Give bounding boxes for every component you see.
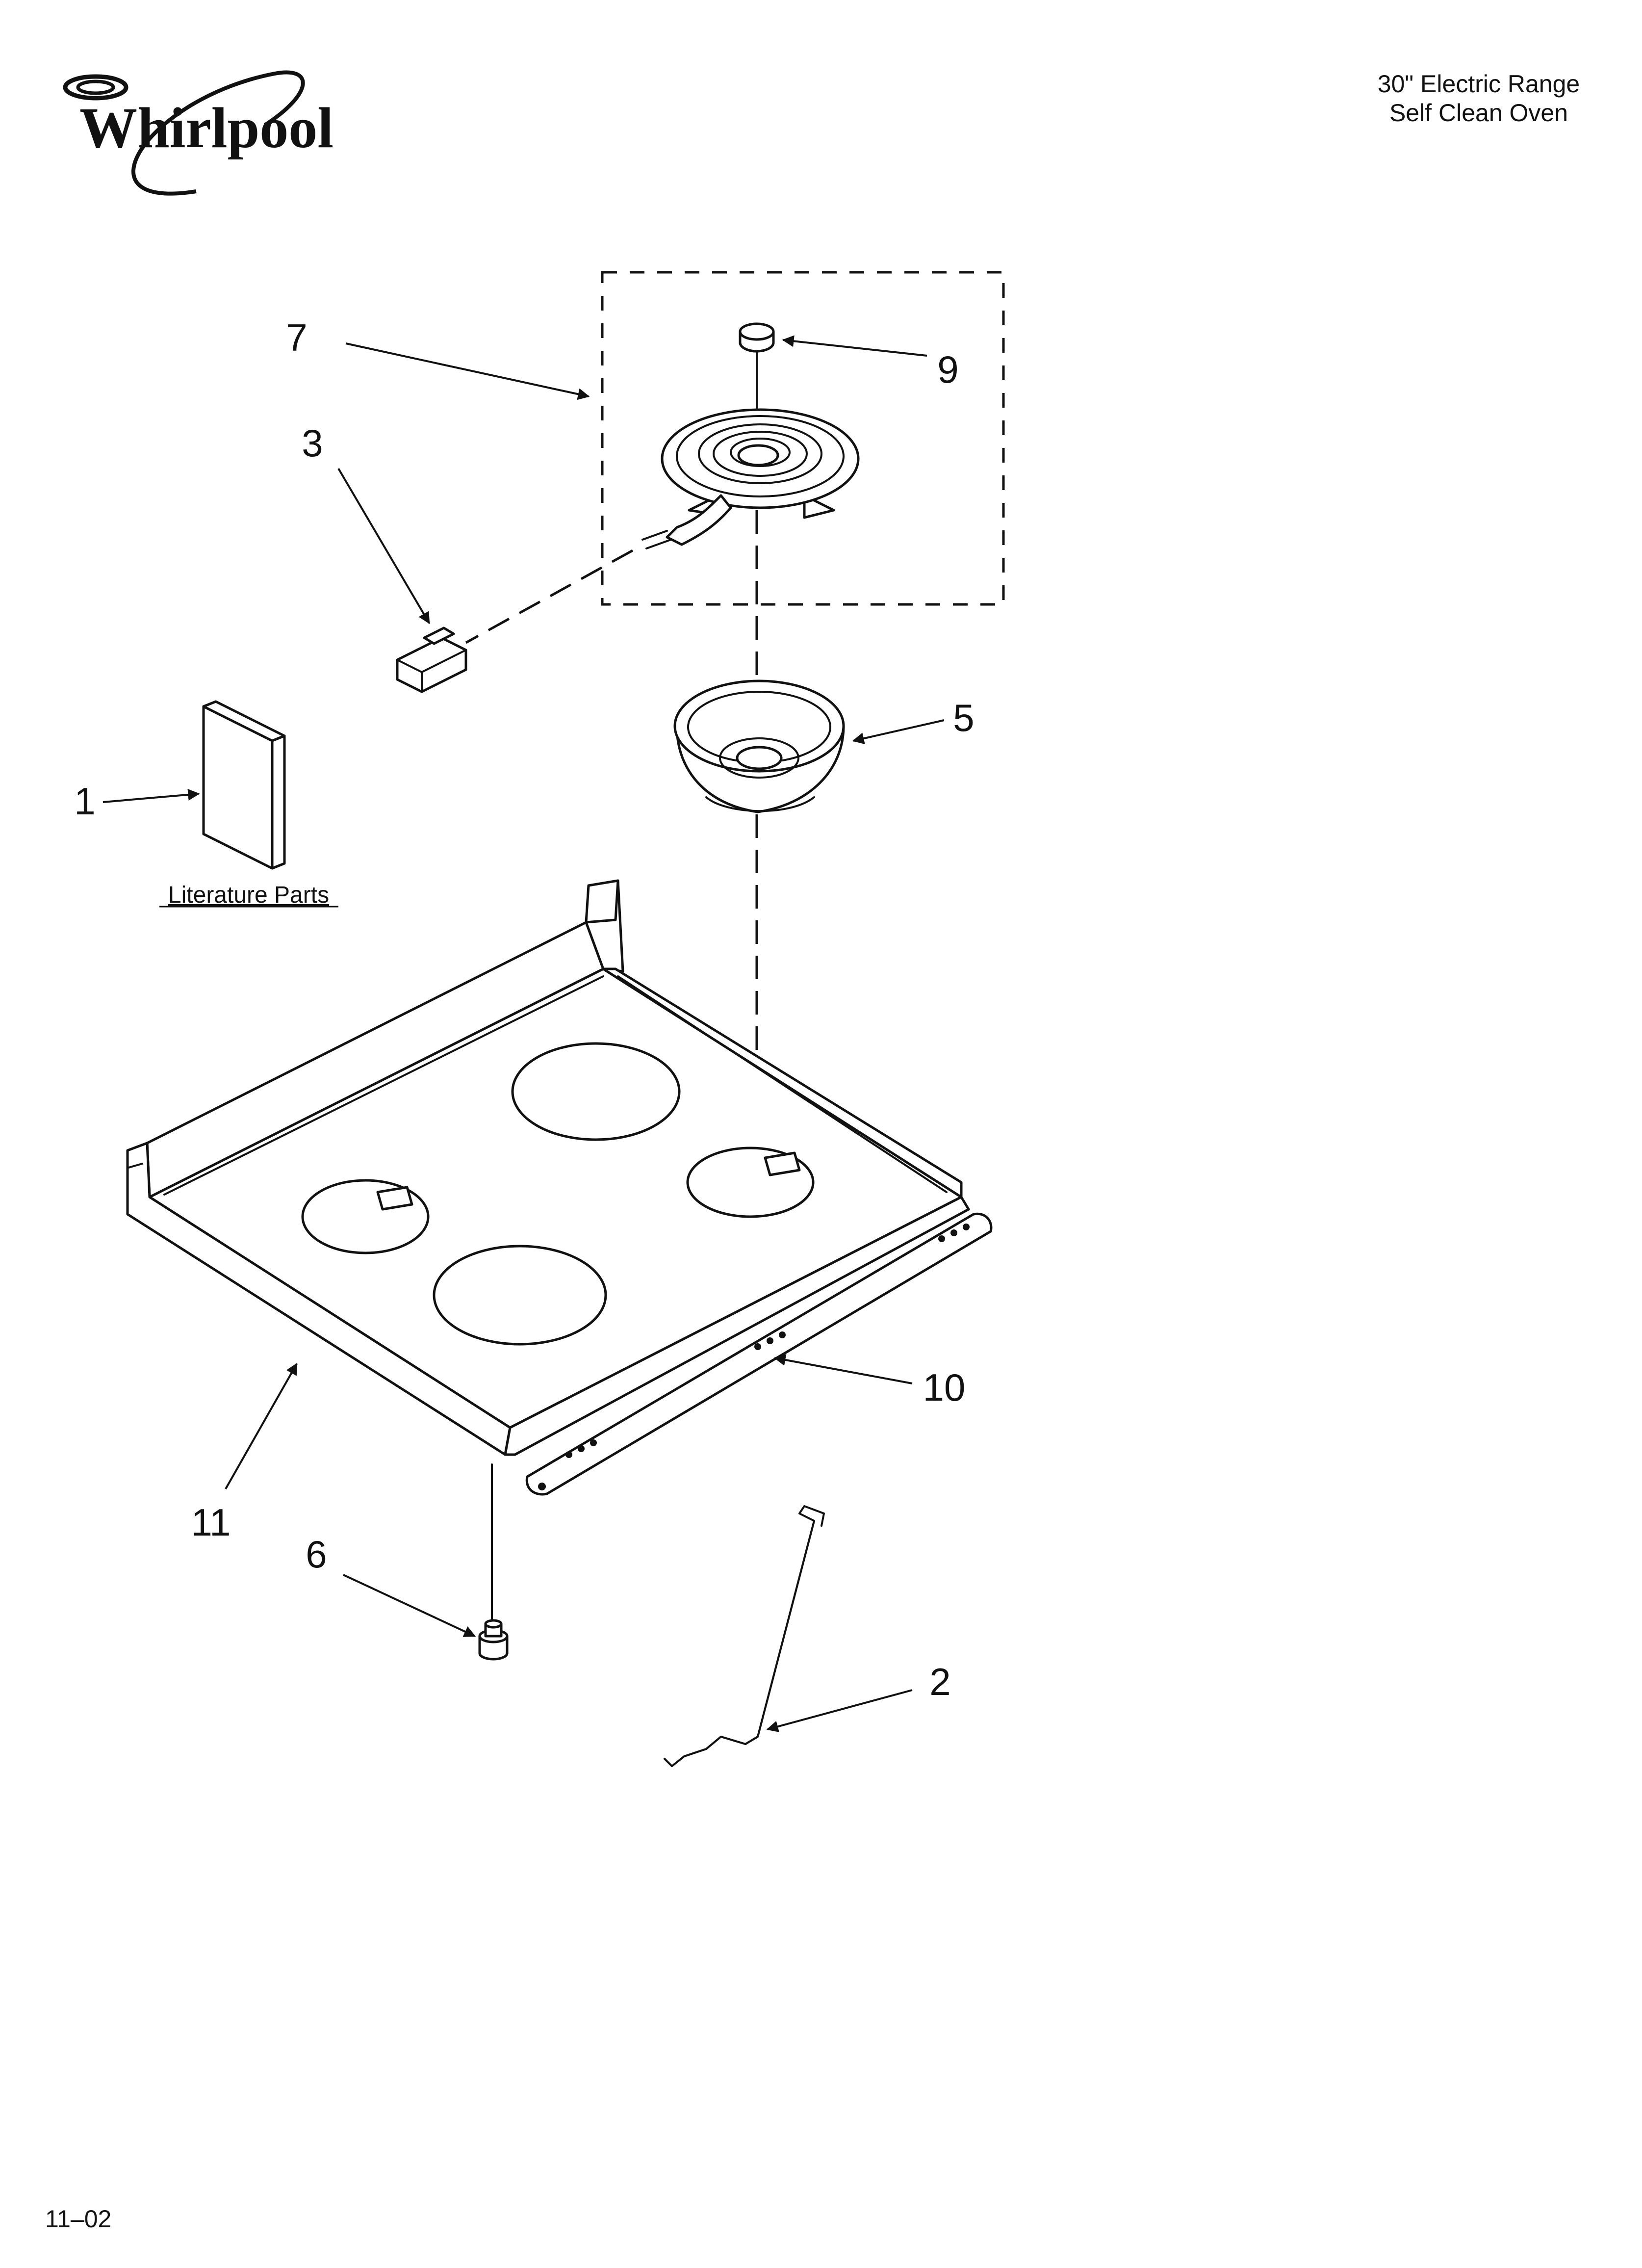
header-line-1: 30" Electric Range: [1378, 70, 1580, 98]
callout-3: 3: [302, 421, 323, 465]
opening-rear-left-large: [511, 1042, 681, 1141]
logo-wordmark: Whirlpool: [79, 96, 334, 160]
leader-5: [852, 719, 945, 744]
callout-10: 10: [923, 1366, 966, 1409]
callout-11: 11: [191, 1501, 231, 1544]
part-1-literature: [202, 700, 286, 870]
part-5-drip-bowl: [673, 679, 845, 813]
header-line-2: Self Clean Oven: [1389, 99, 1568, 127]
leader-9: [782, 335, 927, 357]
part-10-trim-strip: [525, 1212, 993, 1496]
part-6-screw: [478, 1619, 509, 1661]
part-11-cooktop: [126, 879, 970, 1456]
leader-3: [337, 468, 430, 625]
callout-6: 6: [306, 1533, 327, 1576]
callout-2: 2: [929, 1660, 950, 1703]
leader-10: [773, 1354, 913, 1384]
opening-front-large: [433, 1245, 607, 1346]
leader-11: [225, 1362, 298, 1489]
callout-5: 5: [953, 696, 974, 739]
callout-9: 9: [937, 348, 958, 391]
callout-1: 1: [74, 780, 95, 823]
leader-1: [103, 788, 200, 803]
leader-2: [766, 1689, 913, 1732]
leader-7: [345, 342, 590, 400]
part-9-cap: [739, 322, 775, 353]
part-7-surface-element: [641, 408, 860, 549]
leader-7-to-block: [465, 549, 634, 644]
part-2-rod: [664, 1505, 825, 1767]
callout-7: 7: [286, 316, 307, 359]
element-group-box: [601, 271, 1005, 606]
leader-6: [343, 1574, 476, 1637]
whirlpool-logo: Whirlpool: [63, 70, 334, 196]
part-3-terminal-block: [396, 626, 467, 693]
footer-date-code: 11–02: [45, 2205, 111, 2233]
literature-parts-label: Literature Parts: [168, 882, 329, 908]
